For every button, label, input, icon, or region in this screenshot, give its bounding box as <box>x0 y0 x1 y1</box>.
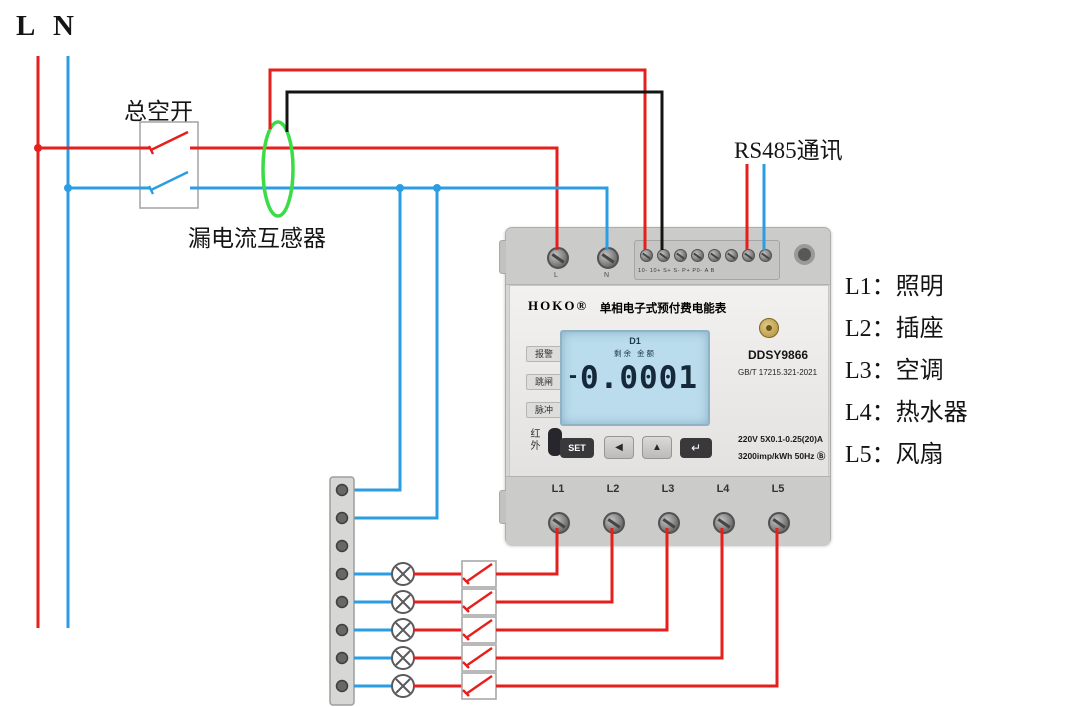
aux-terminal-screw <box>725 249 738 262</box>
spec-impulse-freq: 3200imp/kWh 50Hz Ⓑ <box>738 451 826 461</box>
spec-voltage-current: 220V 5X0.1-0.25(20)A <box>738 434 824 444</box>
lcd-value: 0.0001 <box>580 360 698 396</box>
aux-terminal-screw <box>657 249 670 262</box>
ct-secondary-wires <box>268 68 664 250</box>
aux-terminal-screw <box>674 249 687 262</box>
aux-terminal-screw <box>640 249 653 262</box>
meter-title: 单相电子式预付费电能表 <box>599 303 727 315</box>
load-branch-4 <box>354 528 724 672</box>
indicator-alarm: 报警 <box>526 346 562 362</box>
main-breaker-label: 总空开 <box>124 99 193 124</box>
leakage-ct-label: 漏电流互感器 <box>188 226 326 251</box>
legend-item-l5: L5：风扇 <box>845 442 944 468</box>
load-branch-5 <box>354 528 779 700</box>
meter-face: HOKO® 单相电子式预付费电能表 报警 跳闸 脉冲 红外 D1 剩余 金额 -… <box>509 285 829 477</box>
terminal-L-label: L <box>554 272 558 279</box>
terminal-N-screw <box>597 247 619 269</box>
terminal-L2-label: L2 <box>606 483 620 495</box>
legend-item-l3: L3：空调 <box>845 358 944 384</box>
terminal-L3-screw <box>658 512 680 534</box>
brand-logo: HOKO® <box>528 298 589 313</box>
load-legend: L1：照明 L2：插座 L3：空调 L4：热水器 L5：风扇 <box>845 266 968 476</box>
indicator-trip: 跳闸 <box>526 374 562 390</box>
legend-item-l2: L2：插座 <box>845 316 944 342</box>
mount-hole <box>794 244 815 265</box>
aux-terminal-screw <box>691 249 704 262</box>
infrared-label: 红外 <box>528 428 539 452</box>
supply-feeders <box>34 56 72 628</box>
lcd-minus-sign: - <box>569 362 577 389</box>
rs485-label: RS485通讯 <box>734 138 843 163</box>
enter-button: ↵ <box>680 438 712 458</box>
terminal-L4-label: L4 <box>716 483 730 495</box>
legend-item-l4: L4：热水器 <box>845 400 968 426</box>
aux-terminal-labels: 10- 10+ S+ S- P+ P0- A B <box>638 268 715 274</box>
legend-item-l1: L1：照明 <box>845 274 944 300</box>
lcd-display: D1 剩余 金额 - 0.0001 <box>560 330 710 426</box>
terminal-L2-screw <box>603 512 625 534</box>
lcd-mode: D1 <box>629 336 641 346</box>
terminal-L4-screw <box>713 512 735 534</box>
terminal-L-screw <box>547 247 569 269</box>
meter-top-terminals: L N 10- 10+ S+ S- P+ P0- A B <box>506 228 830 285</box>
set-button: SET <box>560 438 594 458</box>
indicator-pulse: 脉冲 <box>526 402 562 418</box>
terminal-L3-label: L3 <box>661 483 675 495</box>
terminal-L5-label: L5 <box>771 483 785 495</box>
energy-meter: L N 10- 10+ S+ S- P+ P0- A B HOKO® 单相电子式… <box>499 227 831 546</box>
standard-number: GB/T 17215.321-2021 <box>738 368 818 377</box>
model-number: DDSY9866 <box>748 348 809 362</box>
up-button: ▲ <box>642 436 672 459</box>
antenna-connector <box>759 318 779 338</box>
neutral-drops <box>354 184 441 520</box>
meter-bottom-terminals: L1 L2 L3 L4 L5 <box>506 476 830 546</box>
terminal-L1-label: L1 <box>551 483 565 495</box>
infrared-window <box>548 428 562 456</box>
aux-terminal-screw-B <box>759 249 772 262</box>
aux-terminal-screw-A <box>742 249 755 262</box>
terminal-L1-screw <box>548 512 570 534</box>
terminal-N-label: N <box>604 272 610 279</box>
neutral-busbar <box>329 476 355 706</box>
terminal-L5-screw <box>768 512 790 534</box>
aux-terminal-screw <box>708 249 721 262</box>
left-button: ◀ <box>604 436 634 459</box>
supply-label: L N <box>16 10 80 42</box>
lcd-sub-labels: 剩余 金额 <box>613 349 657 358</box>
aux-terminal-block: 10- 10+ S+ S- P+ P0- A B <box>634 240 780 280</box>
leakage-ct-ring <box>261 120 295 218</box>
